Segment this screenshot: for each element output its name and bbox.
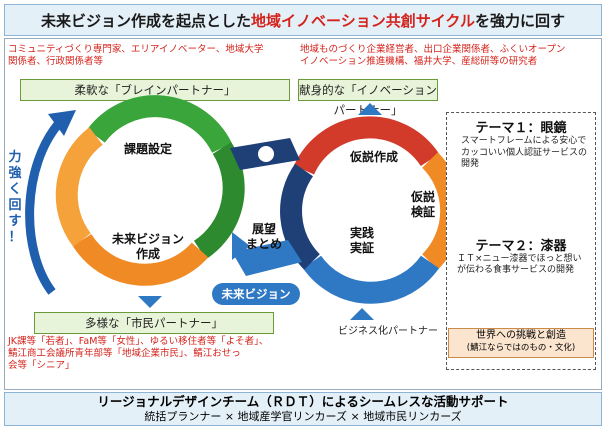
vertical-char: く [8, 182, 22, 197]
connector-bottom [232, 240, 302, 276]
right-note-line: 地域ものづくり企業経営者、出口企業関係者、ふくいオープン [300, 44, 566, 55]
brain-partner-box: 柔軟な「ブレインパートナー」 [20, 79, 290, 101]
vertical-label: 力 強 く 回 す ！ [6, 150, 24, 246]
practice-proof-line: 実践 [349, 226, 374, 240]
world-challenge-box: 世界への挑戦と創造 (鯖江ならではのもの・文化) [448, 328, 594, 358]
theme1-text: スマートフレームによる安心で カッコいい個人認証サービスの 開発 [447, 136, 595, 171]
up-arrow-icon [358, 103, 382, 115]
title-highlight: 地域イノベーション共創サイクル [251, 11, 475, 30]
left-note-line: 関係者、行政関係者等 [8, 56, 104, 67]
vertical-char: 回 [8, 198, 22, 213]
left-ring-darkgreen-arc [193, 142, 245, 260]
business-partner-label: ビジネス化パートナー [338, 326, 438, 337]
right-ring-navy-arc [280, 163, 321, 270]
outlook-line: まとめ [245, 237, 282, 251]
right-ring-blue-arc [302, 255, 440, 304]
right-ring-red-arc [293, 116, 440, 175]
themes-panel: テーマ１：眼鏡 スマートフレームによる安心で カッコいい個人認証サービスの 開発… [446, 112, 596, 370]
down-arrow-icon [138, 296, 162, 308]
practice-proof-line: 実証 [349, 241, 374, 255]
page-title: 未来ビジョン作成を起点とした地域イノベーション共創サイクルを強力に回す [4, 4, 602, 36]
hypothesis-creation-label: 仮説作成 [349, 150, 398, 164]
vertical-char: す [8, 214, 22, 229]
left-note: コミュニティづくり専門家、エリアイノベーター、地域大学 関係者、行政関係者等 [8, 44, 298, 68]
citizen-note-line: 鯖江商工会議所青年部等「地域企業市民」、鯖江おせっ [8, 348, 241, 359]
hypothesis-verification-label: 仮説 検証 [398, 190, 448, 220]
title-prefix: 未来ビジョン作成を起点とした [41, 11, 252, 30]
hypothesis-verification-line: 仮説 [410, 190, 435, 204]
theme1-heading: テーマ１：眼鏡 [475, 121, 567, 136]
left-ring-orange2-arc [55, 127, 103, 247]
title-suffix: を強力に回す [474, 11, 565, 30]
future-vision-line: 未来ビジョン [111, 232, 184, 246]
theme2-heading: テーマ２：漆器 [475, 238, 567, 254]
rotate-arrow-head [48, 110, 76, 136]
theme1-line: スマートフレームによる安心で [461, 136, 587, 146]
vertical-char: 強 [8, 166, 22, 181]
left-note-line: コミュニティづくり専門家、エリアイノベーター、地域大学 [8, 44, 264, 55]
right-note: 地域ものづくり企業経営者、出口企業関係者、ふくいオープン イノベーション推進機構… [300, 44, 600, 68]
citizen-note-line: 会等「シニア」 [8, 360, 75, 371]
challenge-line2: (鯖江ならではのもの・文化) [466, 343, 576, 353]
diagram-frame [4, 38, 602, 390]
rotate-arrow-shaft [25, 119, 64, 295]
future-vision-label: 未来ビジョン 作成 [98, 232, 198, 262]
outlook-summary-label: 展望 まとめ [234, 222, 294, 252]
right-note-line: イノベーション推進機構、福井大学、産総研等の研究者 [300, 56, 538, 67]
up-arrow-icon [350, 308, 374, 320]
challenge-line1: 世界への挑戦と創造 [476, 330, 566, 341]
bottom-banner: リージョナルデザインチーム（ＲＤＴ）によるシームレスな活動サポート 統括プランナ… [4, 392, 602, 426]
theme1-line: 開発 [461, 159, 480, 169]
gear-icon [258, 146, 274, 162]
issue-setting-label: 課題設定 [123, 142, 172, 156]
theme2-text: ＩＴ×ニュー漆器でほっと想い が伝わる食事サービスの開発 [447, 254, 595, 277]
left-ring-orange-arc [72, 233, 209, 286]
vertical-char: 力 [8, 150, 22, 165]
citizen-note-line: JK課等「若者」、FaM等「女性」、ゆるい移住者等「よそ者」、 [8, 336, 269, 347]
hypothesis-verification-line: 検証 [410, 205, 435, 219]
future-vision-line: 作成 [135, 247, 160, 261]
bottom-line1: リージョナルデザインチーム（ＲＤＴ）によるシームレスな活動サポート [97, 394, 509, 409]
theme2-line: が伝わる食事サービスの開発 [457, 265, 575, 275]
theme1-line: カッコいい個人認証サービスの [461, 147, 588, 158]
left-ring-green-arc [87, 95, 232, 154]
practice-proof-label: 実践 実証 [332, 226, 392, 256]
future-vision-button: 未来ビジョン [212, 283, 300, 305]
bottom-line2: 統括プランナー × 地域産学官リンカーズ × 地域市民リンカーズ [144, 410, 462, 423]
vertical-char: ！ [8, 230, 22, 245]
right-arrow-icon [232, 232, 250, 260]
outlook-line: 展望 [251, 222, 276, 236]
citizen-partner-box: 多様な「市民パートナー」 [34, 312, 274, 334]
theme2-line: ＩＴ×ニュー漆器でほっと想い [457, 253, 582, 264]
citizen-note: JK課等「若者」、FaM等「女性」、ゆるい移住者等「よそ者」、 鯖江商工会議所青… [8, 336, 308, 372]
